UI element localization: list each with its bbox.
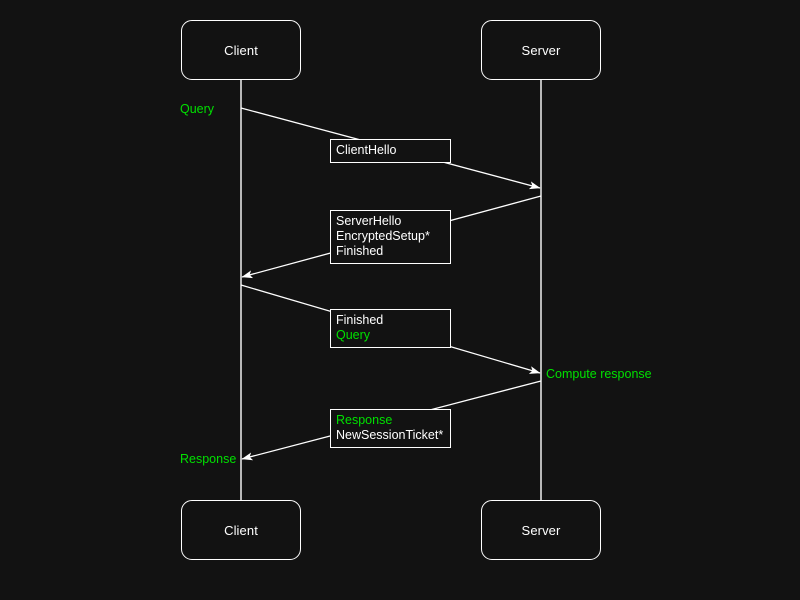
actor-box-client-bottom[interactable]: Client	[181, 500, 301, 560]
message-box-finished-query[interactable]: Finished Query	[330, 309, 451, 348]
actor-label-client-top: Client	[224, 42, 258, 58]
message-line: ClientHello	[336, 143, 397, 157]
actor-label-client-bottom: Client	[224, 522, 258, 538]
actor-box-server-bottom[interactable]: Server	[481, 500, 601, 560]
message-line: EncryptedSetup*	[336, 229, 430, 243]
annotation-compute-response: Compute response	[546, 367, 652, 381]
actor-label-server-bottom: Server	[521, 522, 561, 538]
annotation-response: Response	[180, 452, 237, 466]
actor-box-client-top[interactable]: Client	[181, 20, 301, 80]
message-line: Finished	[336, 244, 384, 258]
actor-box-server-top[interactable]: Server	[481, 20, 601, 80]
message-line: ServerHello	[336, 214, 402, 228]
message-box-client-hello[interactable]: ClientHello	[330, 139, 451, 163]
message-line: Response	[336, 413, 393, 427]
message-line: Finished	[336, 313, 384, 327]
actor-label-server-top: Server	[521, 42, 561, 58]
message-box-response-ticket[interactable]: Response NewSessionTicket*	[330, 409, 451, 448]
message-box-server-hello[interactable]: ServerHello EncryptedSetup* Finished	[330, 210, 451, 264]
message-line: NewSessionTicket*	[336, 428, 444, 442]
message-line: Query	[336, 328, 371, 342]
annotation-query: Query	[180, 102, 215, 116]
